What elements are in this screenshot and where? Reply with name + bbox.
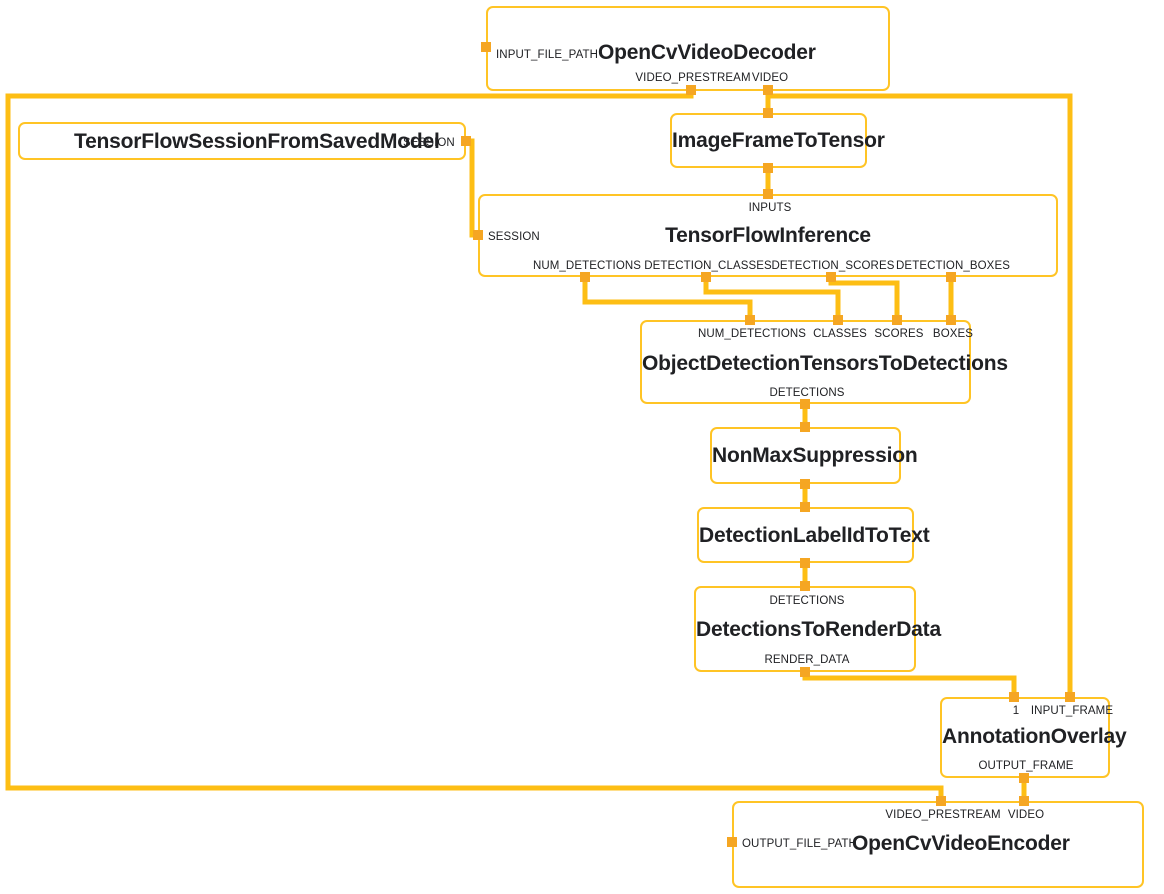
port-dot-render-detections[interactable] [800,581,810,591]
port-dot-label-id-in[interactable] [800,502,810,512]
port-dot-render-data[interactable] [800,667,810,677]
port-label-odttd-num-detections: NUM_DETECTIONS [697,328,807,340]
port-dot-image-frame-to-tensor-in[interactable] [763,108,773,118]
port-dot-overlay-input-frame[interactable] [1065,692,1075,702]
port-label-render-data: RENDER_DATA [764,654,850,666]
node-tensorflow-session-from-saved-model[interactable]: TensorFlowSessionFromSavedModel SESSION [18,122,466,160]
node-tensorflow-inference[interactable]: TensorFlowInference INPUTS SESSION NUM_D… [478,194,1058,277]
port-label-inference-inputs: INPUTS [748,202,792,214]
port-label-odttd-boxes: BOXES [932,328,974,340]
port-dot-inference-num-detections[interactable] [580,272,590,282]
port-dot-nms-in[interactable] [800,422,810,432]
port-label-overlay-output-frame: OUTPUT_FRAME [978,760,1074,772]
port-dot-odttd-classes[interactable] [833,315,843,325]
port-label-overlay-input-frame: INPUT_FRAME [1030,705,1114,717]
port-label-inference-detection-boxes: DETECTION_BOXES [896,260,1010,272]
port-label-inference-detection-scores: DETECTION_SCORES [771,260,895,272]
node-title-tensorflow-inference: TensorFlowInference [665,224,871,247]
port-dot-inference-session[interactable] [473,230,483,240]
port-label-video: VIDEO [751,72,789,84]
port-dot-inference-detection-boxes[interactable] [946,272,956,282]
port-dot-decoder-video[interactable] [763,85,773,95]
node-opencv-video-encoder[interactable]: OpenCvVideoEncoder VIDEO_PRESTREAM VIDEO… [732,801,1144,888]
port-dot-label-id-out[interactable] [800,558,810,568]
node-title-opencv-video-decoder: OpenCvVideoDecoder [598,41,816,64]
node-non-max-suppression[interactable]: NonMaxSuppression [710,427,918,484]
port-dot-odttd-detections[interactable] [800,399,810,409]
port-label-odttd-scores: SCORES [874,328,924,340]
port-dot-session-out[interactable] [461,136,471,146]
node-title-detections-to-render-data: DetectionsToRenderData [696,618,941,641]
node-title-object-detection-tensors-to-detections: ObjectDetectionTensorsToDetections [642,352,1008,375]
node-title-image-frame-to-tensor: ImageFrameToTensor [672,129,885,152]
port-label-session-out: SESSION [403,137,455,149]
port-dot-decoder-input-file-path[interactable] [481,42,491,52]
port-label-odttd-classes: CLASSES [813,328,867,340]
port-dot-encoder-video[interactable] [1019,796,1029,806]
port-dot-odttd-scores[interactable] [892,315,902,325]
port-dot-inference-detection-scores[interactable] [826,272,836,282]
node-image-frame-to-tensor[interactable]: ImageFrameToTensor [670,113,885,168]
port-dot-encoder-output-file-path[interactable] [727,837,737,847]
port-label-encoder-video: VIDEO [1007,809,1045,821]
port-dot-decoder-video-prestream[interactable] [686,85,696,95]
port-label-odttd-detections: DETECTIONS [769,387,845,399]
node-detection-label-id-to-text[interactable]: DetectionLabelIdToText [697,507,930,563]
port-dot-inference-inputs[interactable] [763,189,773,199]
port-label-inference-session: SESSION [488,231,540,243]
port-label-inference-num-detections: NUM_DETECTIONS [532,260,642,272]
port-label-encoder-video-prestream: VIDEO_PRESTREAM [885,809,1001,821]
port-label-inference-detection-classes: DETECTION_CLASSES [644,260,772,272]
node-title-detection-label-id-to-text: DetectionLabelIdToText [699,524,930,547]
port-dot-nms-out[interactable] [800,479,810,489]
wire-video-prestream-to-encoder [5,90,944,801]
node-opencv-video-decoder[interactable]: OpenCvVideoDecoder INPUT_FILE_PATH VIDEO… [486,6,890,91]
port-label-encoder-output-file-path: OUTPUT_FILE_PATH [742,838,857,850]
port-label-overlay-index: 1 [1012,705,1020,717]
node-title-non-max-suppression: NonMaxSuppression [712,444,918,467]
node-detections-to-render-data[interactable]: DetectionsToRenderData DETECTIONS RENDER… [694,586,941,672]
wire-num-detections [582,277,753,320]
node-title-opencv-video-encoder: OpenCvVideoEncoder [852,832,1070,855]
node-title-tensorflow-session-from-saved-model: TensorFlowSessionFromSavedModel [74,130,440,153]
node-annotation-overlay[interactable]: AnnotationOverlay 1 INPUT_FRAME OUTPUT_F… [940,697,1127,778]
port-label-video-prestream: VIDEO_PRESTREAM [635,72,751,84]
port-label-render-detections: DETECTIONS [769,595,845,607]
wire-detection-classes [703,277,841,320]
port-dot-encoder-video-prestream[interactable] [936,796,946,806]
node-object-detection-tensors-to-detections[interactable]: ObjectDetectionTensorsToDetections NUM_D… [640,320,1008,404]
port-label-input-file-path: INPUT_FILE_PATH [496,49,599,61]
port-dot-odttd-boxes[interactable] [946,315,956,325]
port-dot-image-frame-to-tensor-out[interactable] [763,163,773,173]
port-dot-inference-detection-classes[interactable] [701,272,711,282]
port-dot-overlay-output-frame[interactable] [1019,773,1029,783]
port-dot-overlay-index[interactable] [1009,692,1019,702]
port-dot-odttd-num-detections[interactable] [745,315,755,325]
node-title-annotation-overlay: AnnotationOverlay [942,725,1127,748]
